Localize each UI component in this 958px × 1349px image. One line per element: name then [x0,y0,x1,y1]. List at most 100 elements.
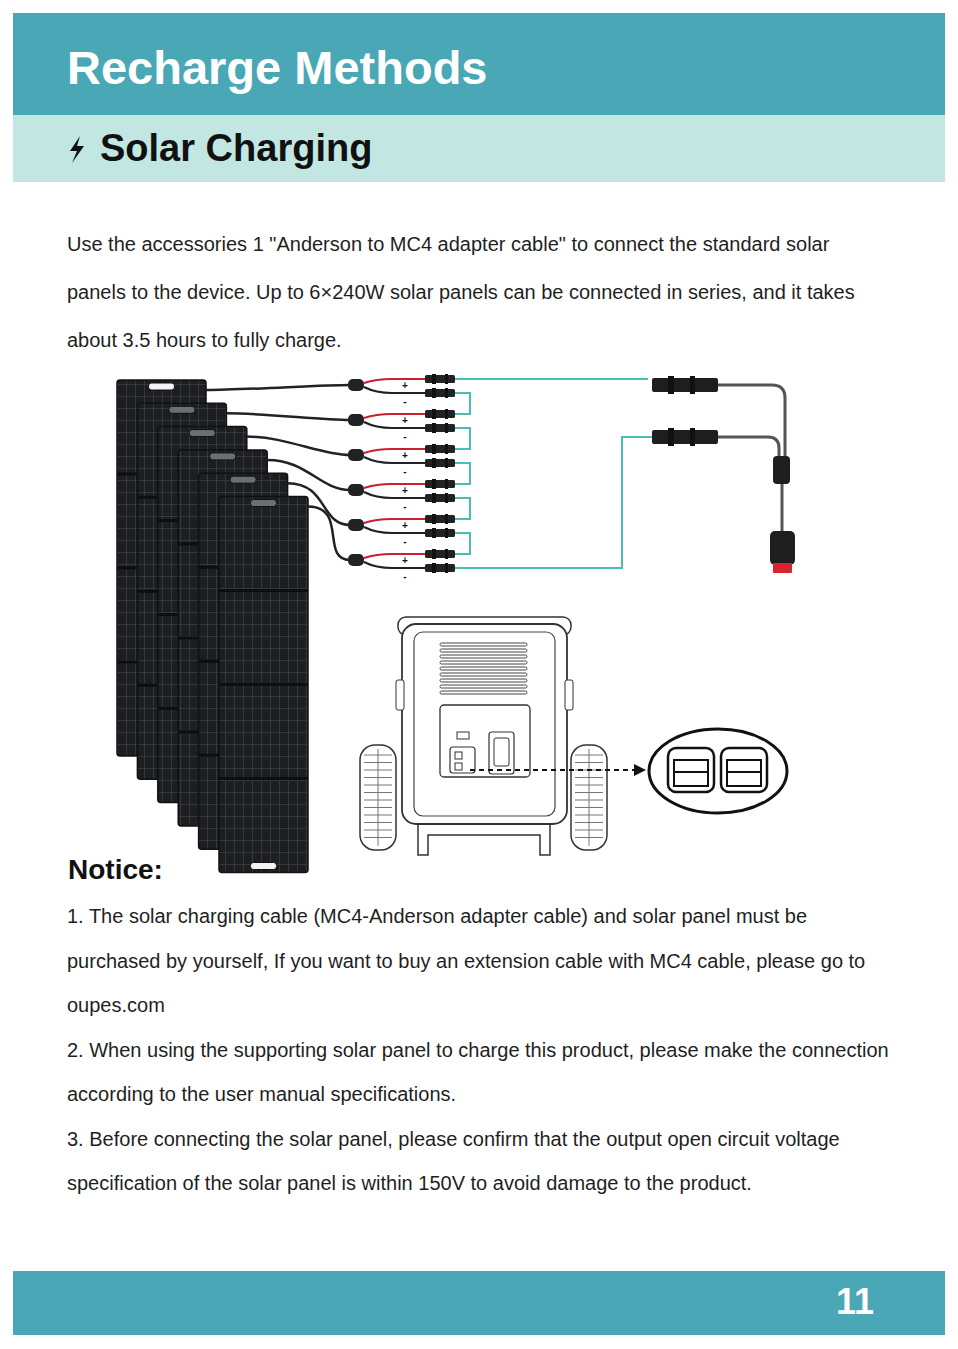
negative-wire [364,527,425,533]
mc4-connector [425,564,455,572]
section-heading: Solar Charging [100,124,372,172]
mc4-connector [425,550,455,558]
mc4-connector [425,410,455,418]
positive-wire [364,449,425,453]
mc4-collar [445,444,448,454]
positive-wire [364,484,425,488]
adapter-mc4-connector [652,430,718,444]
wheel [360,745,396,850]
page-number: 11 [836,1282,874,1322]
panel-divider [219,777,308,780]
port-panel [440,705,530,777]
mc4-collar [432,444,436,454]
mc4-collar [445,374,448,384]
panel-handle [251,863,277,870]
panel-cable [267,460,350,490]
anderson-port-slot [455,763,462,770]
mc4-connector [425,389,455,397]
adapter-y-junction [773,456,790,484]
polarity-mark: + [402,381,408,391]
panel-handle [210,453,236,460]
negative-wire [364,387,425,393]
mc4-collar [432,549,436,559]
panel-handle [189,430,215,437]
polarity-mark: - [403,432,406,442]
notice-item: 2. When using the supporting solar panel… [67,1028,897,1117]
panel-handle [149,383,175,390]
mc4-collar [445,563,448,573]
adapter-collar [668,428,674,446]
polarity-mark: + [402,556,408,566]
anderson-socket-contact [727,760,761,786]
vent-slot [440,673,527,676]
panel-cable [288,483,350,525]
mc4-connector [425,494,455,502]
mc4-collar [432,563,436,573]
polarity-mark: + [402,451,408,461]
adapter-mc4-connector [652,378,718,392]
side-latch [565,680,573,710]
vent-slot [440,691,527,694]
mc4-connector [425,480,455,488]
vent-slot [440,661,527,664]
anderson-socket [721,748,767,792]
negative-wire [364,562,425,568]
mc4-collar [432,458,436,468]
series-lead-negative [455,437,652,568]
mc4-collar [445,514,448,524]
mc4-collar [445,549,448,559]
wheel [571,745,607,850]
cable-junction [348,554,364,566]
mc4-collar [445,528,448,538]
mc4-collar [445,479,448,489]
adapter-collar [690,376,695,394]
panel-cable [308,507,350,561]
panel-divider [219,683,308,686]
polarity-mark: - [403,537,406,547]
mc4-collar [432,374,436,384]
polarity-mark: - [403,572,406,582]
mc4-collar [432,528,436,538]
mc4-collar [432,493,436,503]
anderson-socket-contact [674,760,708,786]
station-body [402,624,567,824]
mc4-collar [432,388,436,398]
cable-junction [348,414,364,426]
adapter-wire [718,385,785,458]
panel-handle [251,500,277,507]
positive-wire [364,519,425,523]
mc4-collar [445,409,448,419]
notice-item: 3. Before connecting the solar panel, pl… [67,1117,897,1206]
mc4-collar [432,409,436,419]
callout-line [470,769,634,771]
series-lead-positive [455,378,648,380]
wheel-tread [378,749,379,846]
mc4-collar [432,423,436,433]
adapter-collar [690,428,695,446]
panel-handle [169,406,195,413]
intro-paragraph: Use the accessories 1 "Anderson to MC4 a… [67,220,892,364]
polarity-mark: - [403,397,406,407]
mc4-connector [425,459,455,467]
vent-slot [440,679,527,682]
vent-slot [440,655,527,658]
port-cover-inner [494,738,509,766]
mc4-connector [425,445,455,453]
mc4-connector [425,529,455,537]
panel-cable [247,437,350,455]
mc4-connector [425,515,455,523]
cable-junction [348,519,364,531]
anderson-plug-tip [773,563,792,573]
polarity-mark: + [402,521,408,531]
wheel-tread [589,749,590,846]
polarity-mark: - [403,502,406,512]
panel-cable [206,385,350,390]
positive-wire [364,554,425,558]
footer-band [13,1271,945,1335]
mc4-collar [445,388,448,398]
mc4-collar [432,479,436,489]
vent-slot [440,667,527,670]
anderson-socket [668,748,714,792]
cable-junction [348,484,364,496]
mc4-collar [445,458,448,468]
